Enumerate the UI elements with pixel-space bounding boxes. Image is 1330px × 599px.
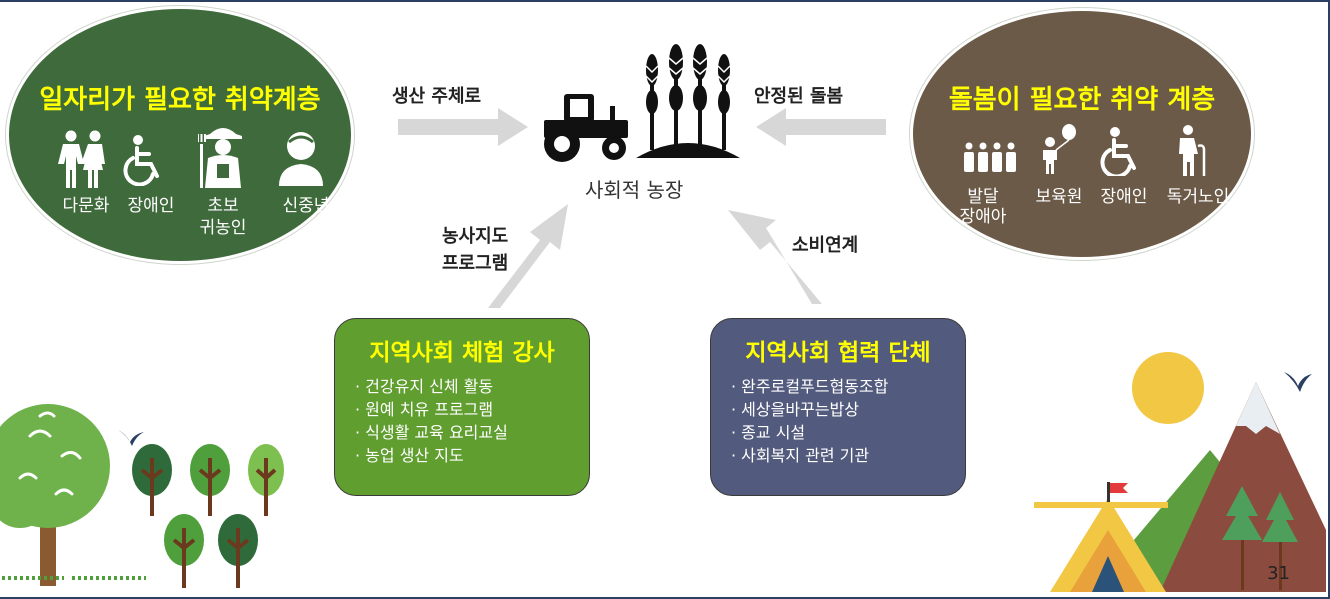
box-left-list: · 건강유지 신체 활동 · 원예 치유 프로그램 · 식생활 교육 요리교실 … <box>355 375 508 467</box>
group-of-people-icon <box>964 142 1016 172</box>
arrow-label-production: 생산 주체로 <box>392 86 482 107</box>
list-item: · 원예 치유 프로그램 <box>355 400 494 419</box>
box-right-title: 지역사회 협력 단체 <box>745 340 931 366</box>
box-community-instructors: 지역사회 체험 강사 · 건강유지 신체 활동 · 원예 치유 프로그램 · 식… <box>334 318 590 496</box>
top-border <box>0 0 1328 2</box>
center-label: 사회적 농장 <box>585 178 684 202</box>
left-group-title: 일자리가 필요한 취약계층 <box>39 85 321 115</box>
label-disabled-child: 장애아 <box>959 207 1007 227</box>
list-item: · 완주로컬푸드협동조합 <box>731 377 889 396</box>
list-item: · 세상을바꾸는밥상 <box>731 400 859 419</box>
arrow-label-program: 프로그램 <box>442 253 509 274</box>
tractor-icon <box>544 94 628 162</box>
label-disabled-right: 장애인 <box>1100 187 1148 207</box>
middle-aged-person-icon <box>279 132 323 186</box>
arrow-bottom-left-to-center <box>488 204 568 308</box>
right-group-ellipse: 돌봄이 필요한 취약 계층 <box>910 8 1254 260</box>
camping-scene-illustration <box>1034 352 1326 592</box>
label-returning-farmer: 귀농인 <box>199 218 247 238</box>
box-community-partners: 지역사회 협력 단체 · 완주로컬푸드협동조합 · 세상을바꾸는밥상 · 종교 … <box>710 318 966 496</box>
label-disabled: 장애인 <box>127 196 175 216</box>
label-beginner: 초보 <box>207 196 239 216</box>
list-item: · 사회복지 관련 기관 <box>731 446 870 465</box>
farmer-icon <box>198 128 242 188</box>
arrow-bottom-right-to-center <box>728 210 822 304</box>
couple-icon <box>58 130 105 188</box>
list-item: · 종교 시설 <box>731 423 806 442</box>
list-item: · 건강유지 신체 활동 <box>355 377 494 396</box>
right-border <box>1328 0 1330 599</box>
label-elderly-living-alone: 독거노인 <box>1166 187 1230 207</box>
bottom-border <box>0 597 1328 599</box>
box-left-title: 지역사회 체험 강사 <box>369 340 555 366</box>
box-right-list: · 완주로컬푸드협동조합 · 세상을바꾸는밥상 · 종교 시설 · 사회복지 관… <box>731 375 888 467</box>
list-item: · 식생활 교육 요리교실 <box>355 423 508 442</box>
forest-illustration <box>0 404 284 588</box>
arrow-right-to-center <box>756 108 886 146</box>
wheat-field-icon <box>636 44 740 158</box>
arrow-label-farming-guidance: 농사지도 <box>442 226 509 247</box>
right-group-title: 돌봄이 필요한 취약 계층 <box>948 85 1216 115</box>
arrow-left-to-center <box>398 108 528 146</box>
label-orphanage: 보육원 <box>1035 187 1083 207</box>
page-number: 31 <box>1267 563 1290 584</box>
arrow-label-stable-care: 안정된 돌봄 <box>754 86 844 107</box>
label-multicultural: 다문화 <box>62 196 110 216</box>
list-item: · 농업 생산 지도 <box>355 446 464 465</box>
wheelchair-icon <box>123 135 159 186</box>
elderly-person-icon <box>1179 125 1206 176</box>
arrow-label-consumption-link: 소비연계 <box>792 235 859 256</box>
label-new-middle-age: 신중년 <box>282 196 330 216</box>
wheelchair-icon-right <box>1100 127 1136 176</box>
child-with-balloon-icon <box>1043 124 1076 174</box>
label-developmental: 발달 <box>967 187 999 207</box>
